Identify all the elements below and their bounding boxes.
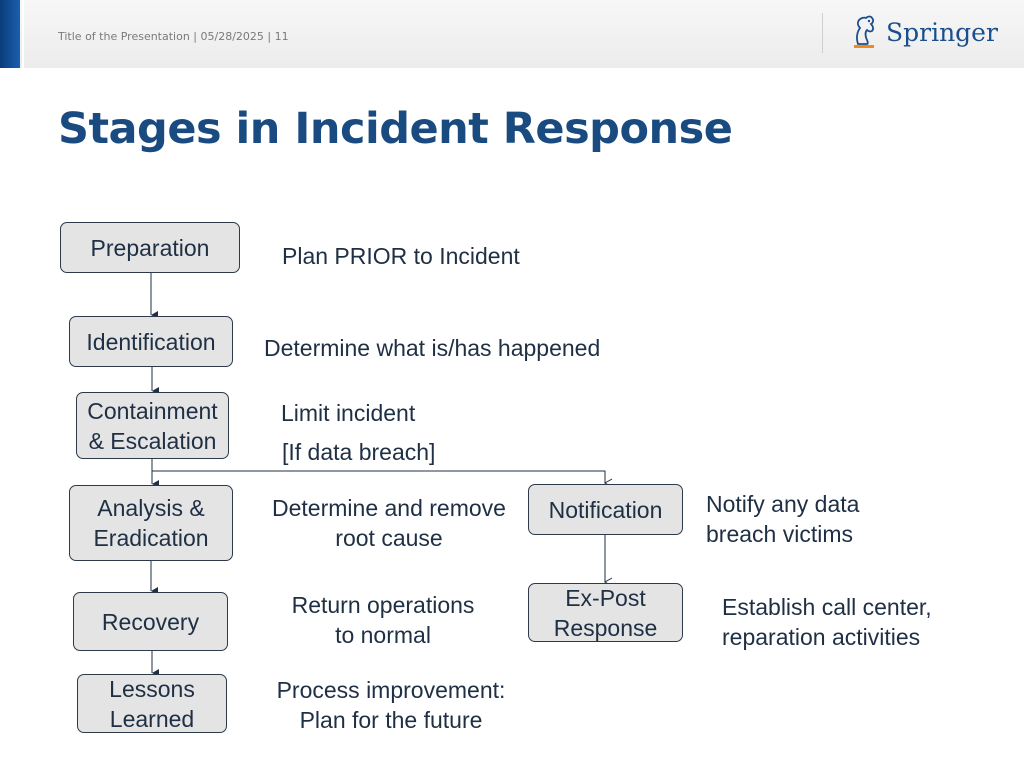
desc-identification: Determine what is/has happened <box>264 335 601 361</box>
stage-identification: Identification <box>69 316 233 367</box>
stage-label: Containment & Escalation <box>87 397 218 454</box>
desc-notification: Notify any data breach victims <box>706 491 860 547</box>
stage-analysis-eradication: Analysis & Eradication <box>69 485 233 561</box>
logo-separator <box>822 13 823 53</box>
desc-recovery: Return operations to normal <box>291 592 475 648</box>
stage-lessons-learned: Lessons Learned <box>77 674 227 733</box>
arrow-containment-to-notification <box>152 470 613 488</box>
stage-label: Analysis & Eradication <box>93 495 209 551</box>
springer-logo: Springer <box>850 14 998 54</box>
stage-label: Identification <box>86 328 216 355</box>
logo-wordmark: Springer <box>886 18 998 47</box>
desc-analysis: Determine and remove root cause <box>272 495 506 551</box>
presentation-meta: Title of the Presentation | 05/28/2025 |… <box>58 30 289 43</box>
stage-recovery: Recovery <box>73 592 228 651</box>
branch-condition-label: [If data breach] <box>282 439 436 465</box>
desc-expost: Establish call center, reparation activi… <box>722 594 932 650</box>
header-divider <box>22 0 24 68</box>
stage-ex-post-response: Ex-Post Response <box>528 583 683 642</box>
springer-horse-icon <box>854 15 874 48</box>
header-accent-bar <box>0 0 20 68</box>
stage-label: Preparation <box>90 234 210 261</box>
desc-containment: Limit incident <box>281 400 416 426</box>
desc-preparation: Plan PRIOR to Incident <box>282 243 520 269</box>
page-title: Stages in Incident Response <box>58 104 733 154</box>
slide-header: Title of the Presentation | 05/28/2025 |… <box>0 0 1024 68</box>
stage-preparation: Preparation <box>60 222 240 273</box>
stage-notification: Notification <box>528 484 683 535</box>
stage-label: Notification <box>548 496 663 523</box>
stage-containment-escalation: Containment & Escalation <box>76 392 229 459</box>
stage-label: Ex-Post Response <box>553 584 658 641</box>
desc-lessons: Process improvement: Plan for the future <box>276 677 506 733</box>
stage-label: Lessons Learned <box>109 675 195 732</box>
stage-label: Recovery <box>101 608 200 635</box>
